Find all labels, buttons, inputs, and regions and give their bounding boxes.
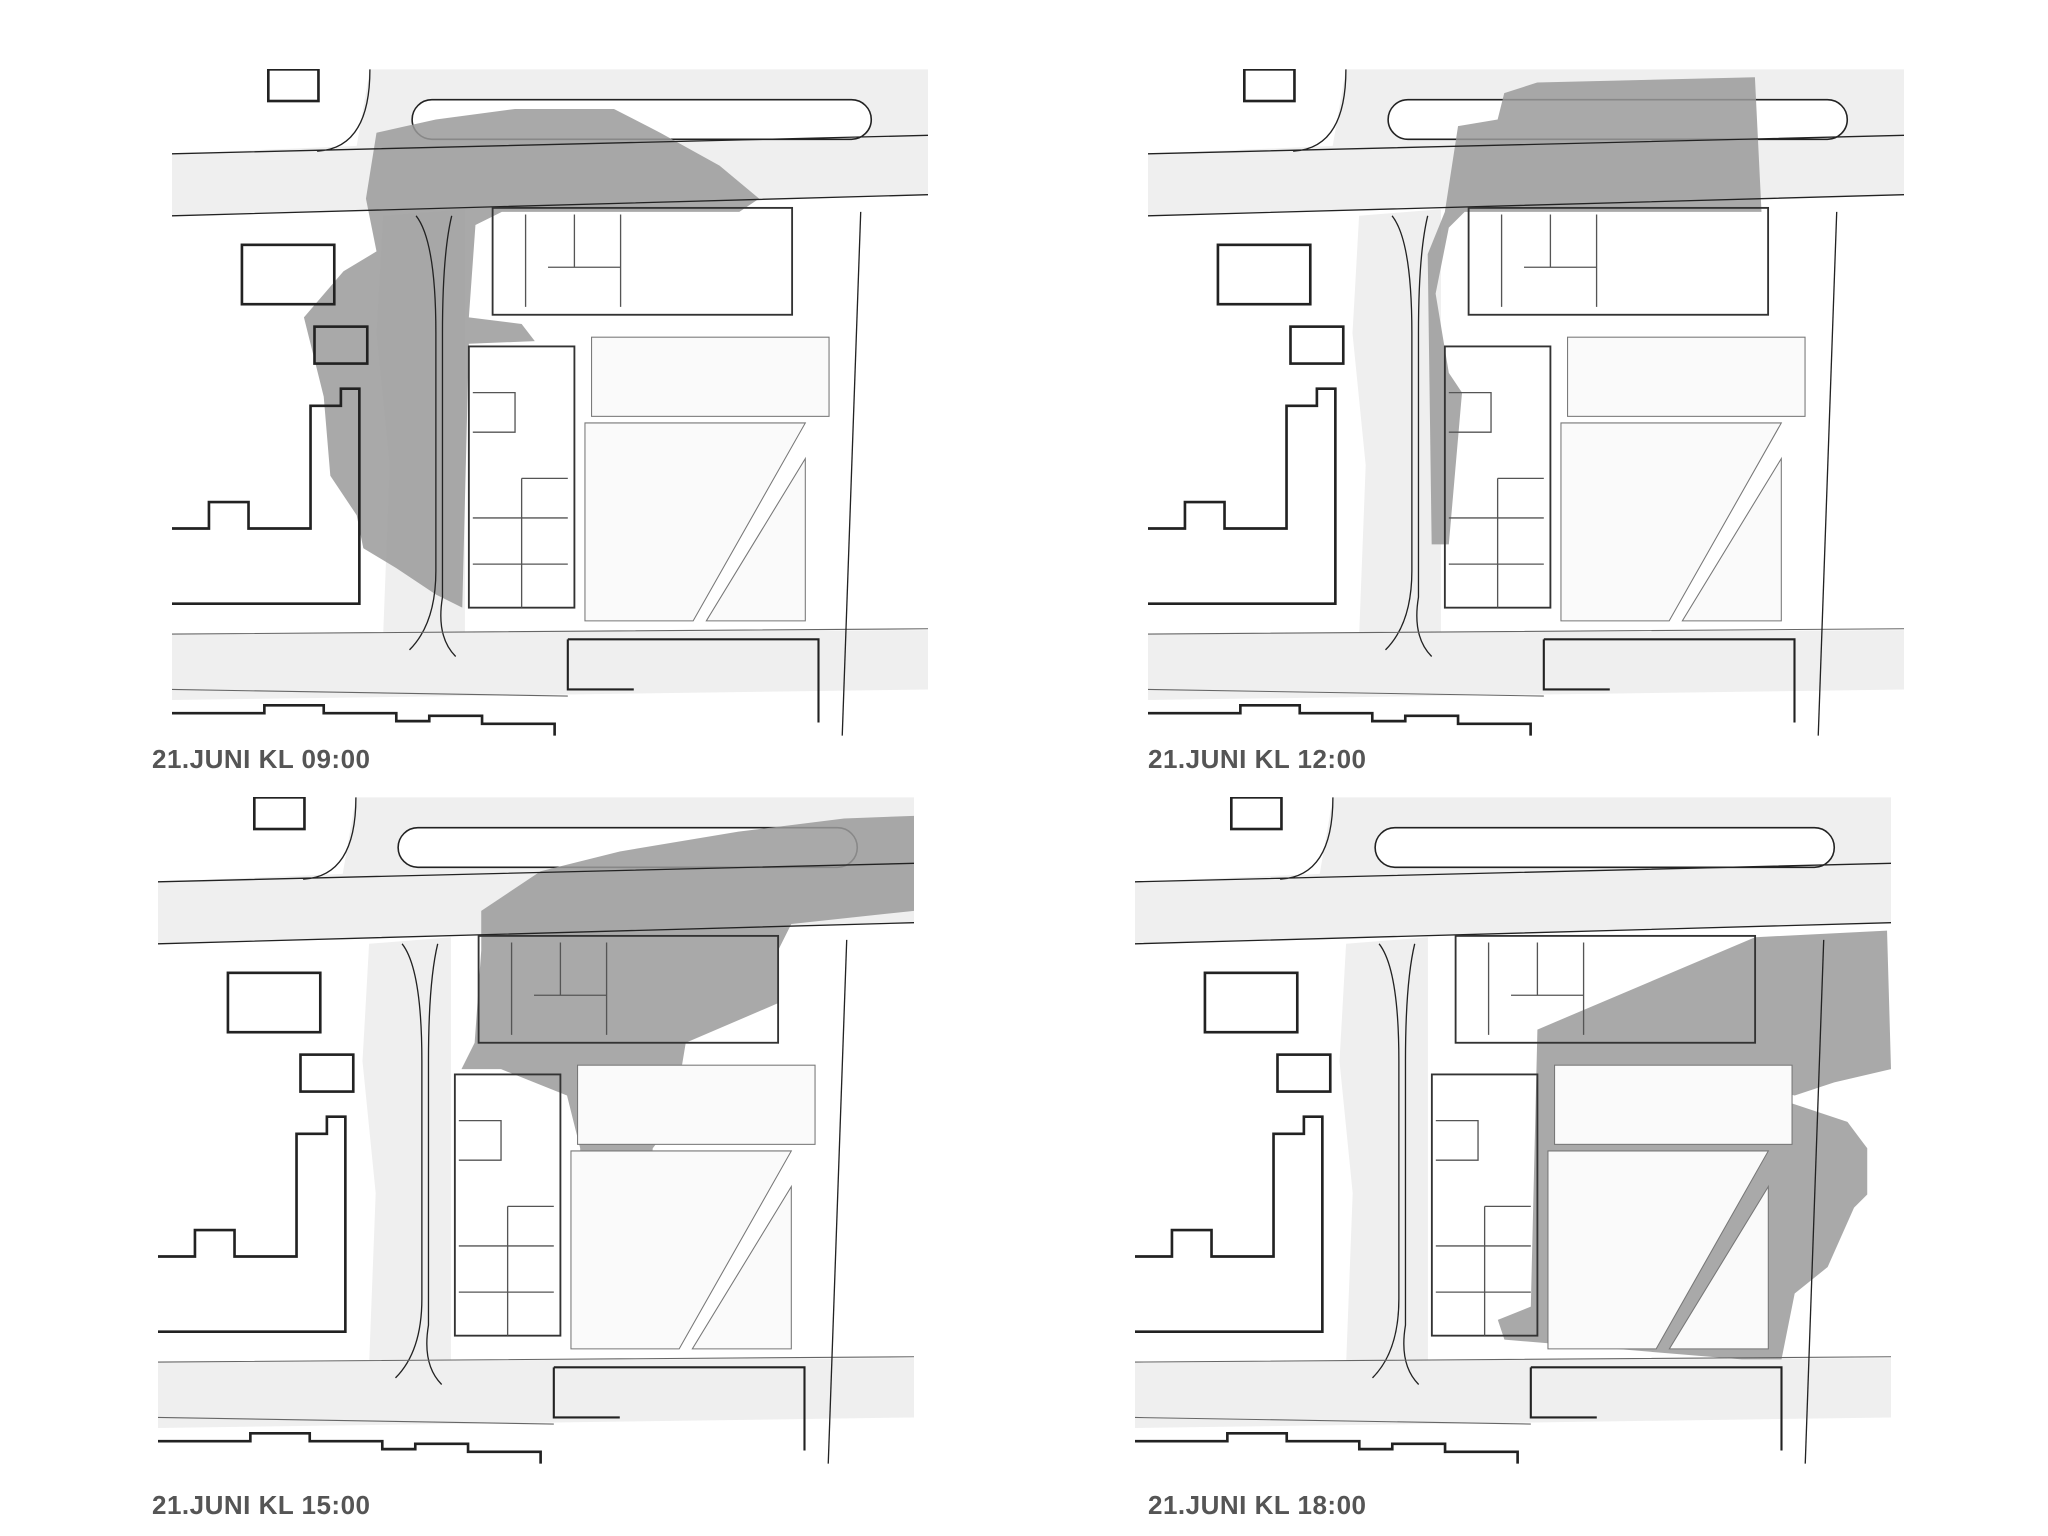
building-west xyxy=(453,1073,562,1337)
building-module-lines xyxy=(1435,1119,1531,1336)
road-south xyxy=(1148,630,1904,701)
site-boundary xyxy=(841,211,862,736)
road-edge xyxy=(158,1356,914,1425)
neighbour-building xyxy=(226,971,322,1034)
neighbour-building-southeast xyxy=(566,638,820,723)
site-plan xyxy=(1148,69,1904,736)
road-south xyxy=(1135,1358,1891,1429)
building-module-lines xyxy=(510,942,608,1035)
road-edge xyxy=(1135,1356,1891,1425)
road-south xyxy=(158,1358,914,1429)
building-module-lines xyxy=(1487,942,1585,1035)
road-west xyxy=(362,937,451,1378)
neighbour-building xyxy=(1242,69,1296,103)
neighbour-building xyxy=(266,69,320,103)
site-boundary xyxy=(1817,211,1838,736)
building-module-lines xyxy=(524,214,622,307)
neighbour-building-l xyxy=(1135,1115,1324,1334)
neighbour-building xyxy=(252,797,306,831)
building-north xyxy=(1467,206,1770,316)
green-field xyxy=(691,1184,792,1350)
road-edge xyxy=(172,69,928,217)
building-north xyxy=(477,934,780,1044)
shadow-plan-1200 xyxy=(1148,69,1904,736)
shadow-plan-0900 xyxy=(172,69,928,736)
neighbour-building xyxy=(299,1053,355,1093)
panel-label: 21.JUNI KL 15:00 xyxy=(152,1490,371,1520)
neighbour-building xyxy=(240,243,336,306)
panel-label: 21.JUNI KL 12:00 xyxy=(1148,744,1367,774)
green-field xyxy=(1668,1184,1769,1350)
panel-label: 21.JUNI KL 18:00 xyxy=(1148,1490,1367,1520)
neighbour-building xyxy=(313,325,369,365)
neighbour-building-south xyxy=(1135,1431,1519,1464)
building-north xyxy=(491,206,794,316)
green-field xyxy=(1681,456,1782,622)
neighbour-building xyxy=(1216,243,1312,306)
neighbour-building xyxy=(1229,797,1283,831)
neighbour-building-southeast xyxy=(552,1366,806,1451)
panel-label: 21.JUNI KL 09:00 xyxy=(152,744,371,774)
shadow-plan-1800 xyxy=(1135,797,1891,1464)
shadow-area xyxy=(1427,77,1762,545)
building-module-lines xyxy=(1448,391,1544,608)
building-west xyxy=(1430,1073,1539,1337)
site-plan xyxy=(158,797,914,1464)
neighbour-building-southeast xyxy=(1529,1366,1783,1451)
green-field xyxy=(570,1150,793,1350)
road-west xyxy=(1352,209,1441,650)
shadow-plan-1500 xyxy=(158,797,914,1464)
road-north xyxy=(1135,797,1891,944)
green-field xyxy=(1567,336,1806,417)
road-edge xyxy=(395,943,443,1385)
road-edge xyxy=(409,215,457,657)
green-field xyxy=(591,336,830,417)
site-plan xyxy=(172,69,928,736)
site-boundary xyxy=(1804,939,1825,1464)
shadow-area xyxy=(303,108,760,608)
green-field xyxy=(1547,1150,1770,1350)
green-field xyxy=(577,1064,816,1145)
road-west xyxy=(1339,937,1428,1378)
building-module-lines xyxy=(1500,214,1598,307)
building-module-lines xyxy=(458,1119,554,1336)
neighbour-building-southeast xyxy=(1542,638,1796,723)
neighbour-building xyxy=(1289,325,1345,365)
road-edge xyxy=(172,628,928,697)
road-edge xyxy=(158,797,914,945)
neighbour-building-south xyxy=(1148,703,1532,736)
road-edge xyxy=(1372,943,1420,1385)
site-plan xyxy=(1135,797,1891,1464)
shadow-area xyxy=(461,815,914,1221)
neighbour-building-south xyxy=(172,703,556,736)
green-field xyxy=(1554,1064,1793,1145)
neighbour-building-south xyxy=(158,1431,542,1464)
road-edge xyxy=(1135,797,1891,945)
neighbour-building-l xyxy=(172,387,361,606)
green-field xyxy=(1560,422,1783,622)
road-edge xyxy=(1148,628,1904,697)
neighbour-building-l xyxy=(1148,387,1337,606)
site-boundary xyxy=(827,939,848,1464)
neighbour-building xyxy=(1203,971,1299,1034)
road-edge xyxy=(1385,215,1433,657)
neighbour-building xyxy=(1276,1053,1332,1093)
traffic-island xyxy=(1374,826,1836,869)
road-edge xyxy=(1148,69,1904,217)
green-field xyxy=(705,456,806,622)
neighbour-building-l xyxy=(158,1115,347,1334)
green-field xyxy=(584,422,807,622)
building-north xyxy=(1454,934,1757,1044)
road-south xyxy=(172,630,928,701)
building-module-lines xyxy=(472,391,568,608)
